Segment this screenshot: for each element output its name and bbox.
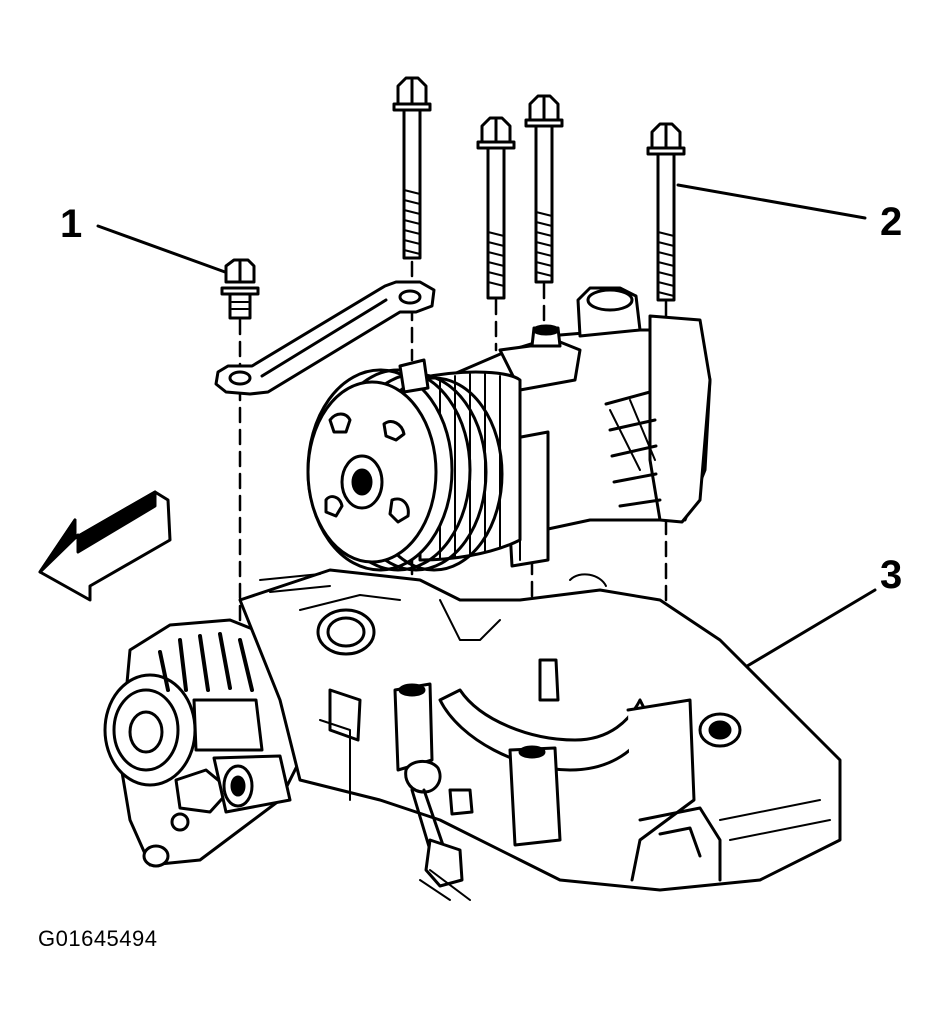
- long-bolt-b: [476, 116, 516, 300]
- figure-id-label: G01645494: [38, 926, 158, 951]
- front-direction-arrow: [38, 490, 172, 602]
- callout-3: 3: [880, 553, 903, 597]
- long-bolt-a: [392, 76, 432, 260]
- generator: [103, 618, 302, 868]
- callout-2: 2: [880, 200, 903, 244]
- brace-bracket: [214, 280, 436, 396]
- leader-line-2: [676, 183, 867, 220]
- callout-1: 1: [60, 202, 83, 246]
- leader-line-1: [96, 224, 227, 274]
- ac-compressor: [306, 286, 712, 572]
- short-bolt-1: [220, 258, 260, 320]
- long-bolt-c: [524, 94, 564, 284]
- mounting-bracket: [238, 568, 842, 901]
- long-bolt-2: [646, 122, 686, 302]
